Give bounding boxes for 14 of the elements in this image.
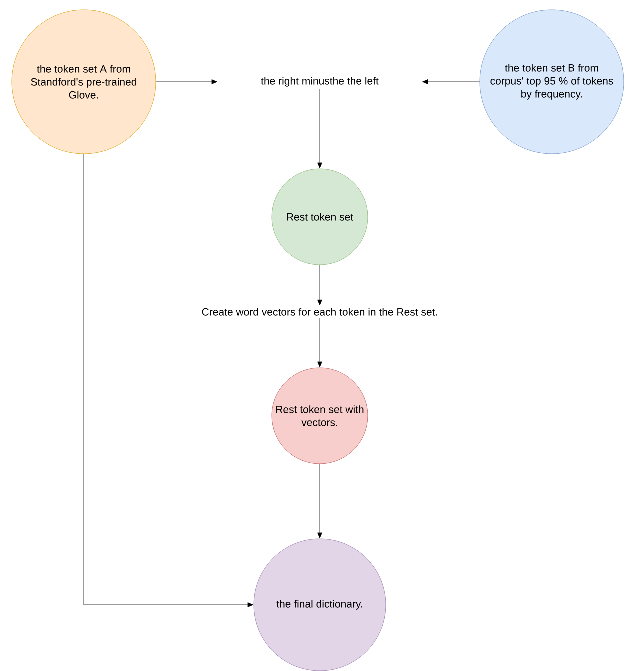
circle-node: the token set A from Standford's pre-trained Glove. (12, 10, 156, 154)
arrow (318, 318, 322, 368)
circle-node: Rest token set with vectors. (272, 368, 368, 464)
circle-node: the token set B from corpus' top 95 % of tokens by frequency. (480, 10, 624, 154)
circle-node: Rest token set (272, 168, 368, 266)
arrow (156, 80, 218, 84)
text-label: the right minusthe the left (261, 77, 379, 87)
arrow (422, 80, 480, 84)
arrow (318, 464, 322, 538)
text-label: Create word vectors for each token in the Rest set. (202, 308, 438, 316)
circle-node: the final dictionary. (254, 538, 386, 671)
arrow (318, 265, 322, 306)
arrow (84, 154, 254, 608)
arrow (318, 88, 322, 168)
